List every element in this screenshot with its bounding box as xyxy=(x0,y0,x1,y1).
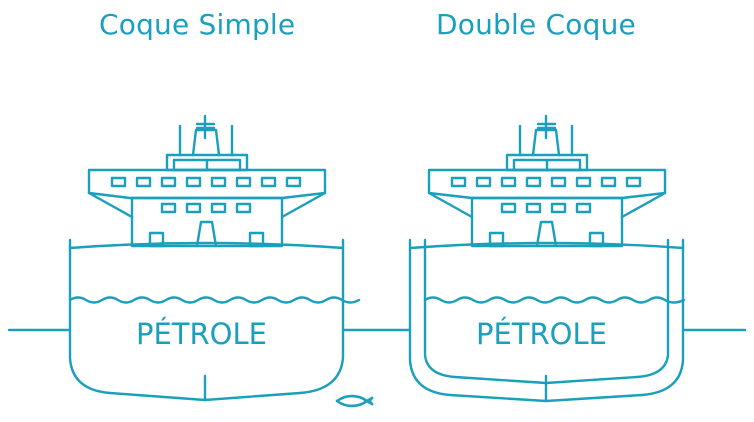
single-hull-oil-label: PÉTROLE xyxy=(136,317,267,351)
double-hull-body xyxy=(408,238,686,403)
single-hull-body xyxy=(68,238,361,402)
double-hull-oil-label: PÉTROLE xyxy=(476,317,607,351)
double-hull-title: Double Coque xyxy=(436,8,636,41)
single-hull-title: Coque Simple xyxy=(99,8,296,41)
double-hull-ship xyxy=(408,114,686,403)
bridge-superstructure xyxy=(87,114,327,248)
fish-icon xyxy=(335,394,374,408)
bridge-superstructure xyxy=(427,114,667,248)
single-hull-ship xyxy=(68,114,361,402)
